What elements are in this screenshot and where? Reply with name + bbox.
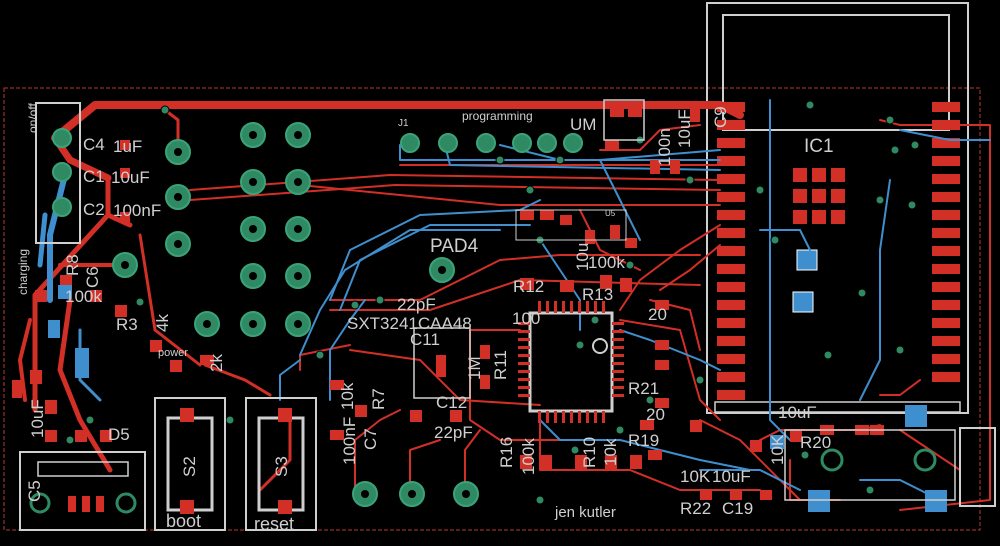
- label-r11: R11: [491, 350, 510, 380]
- label-c5: C5: [25, 480, 44, 502]
- boot-button-s2: [154, 397, 226, 531]
- um-outline: [603, 99, 645, 141]
- label-xtal: SXT3241CAA48: [347, 314, 472, 333]
- label-1m: 1M: [465, 356, 484, 380]
- label-r20: R20: [800, 433, 831, 452]
- label-r22: R22: [680, 499, 711, 518]
- label-c9: C9: [711, 106, 730, 128]
- label-r16-value: 100k: [519, 438, 538, 475]
- on-off-switch: [35, 102, 81, 244]
- board-outline: [3, 87, 981, 531]
- bottom-pads: [48, 285, 947, 512]
- label-r8: R8: [63, 254, 82, 276]
- label-10uf-left: 10uF: [28, 399, 47, 438]
- label-c11: C11: [410, 330, 440, 349]
- label-20-a: 20: [648, 305, 667, 324]
- label-r21: R21: [628, 379, 659, 398]
- label-10uf-right: 10uF: [778, 403, 817, 422]
- regulator-outline: [515, 209, 627, 241]
- label-u5: U5: [605, 209, 616, 218]
- ic1-module: [706, 2, 969, 414]
- label-r13: R13: [582, 285, 613, 304]
- label-j1: J1: [398, 118, 409, 129]
- label-c7-value: 100nF: [340, 417, 359, 465]
- label-4k: 4k: [153, 314, 172, 332]
- label-c1: C1: [83, 167, 105, 186]
- label-r22-value: 10K: [680, 467, 711, 486]
- label-on-off: on/off: [26, 103, 40, 133]
- label-c2: C2: [83, 200, 105, 219]
- usb-connector: [19, 451, 146, 531]
- label-c12: C12: [436, 393, 467, 412]
- label-r3: R3: [116, 315, 138, 334]
- through-hole-pads: [52, 122, 583, 507]
- label-boot: boot: [166, 511, 201, 531]
- label-r12: R12: [513, 277, 544, 296]
- label-charging: charging: [16, 249, 30, 295]
- label-100k-b: 100k: [65, 287, 102, 306]
- label-ic1: IC1: [804, 136, 834, 157]
- label-22pf-b: 22pF: [434, 423, 473, 442]
- label-d5: D5: [108, 425, 130, 444]
- label-r20-value: 10K: [768, 434, 787, 465]
- label-c6: C6: [83, 266, 102, 288]
- label-s3: S3: [272, 456, 291, 477]
- label-2k: 2k: [207, 354, 226, 372]
- label-s2: S2: [180, 456, 199, 477]
- label-r12-value: 100: [512, 309, 540, 328]
- label-20-b: 20: [646, 405, 665, 424]
- label-r16: R16: [497, 437, 516, 468]
- vias: [65, 100, 920, 505]
- label-10uf-top: 10uF: [675, 109, 694, 148]
- label-r10: R10: [580, 437, 599, 468]
- microcontroller-chip: [518, 301, 624, 423]
- label-10u: 10u: [573, 243, 592, 271]
- label-author: jen kutler: [554, 504, 616, 521]
- label-um: UM: [570, 115, 596, 134]
- label-c1-value: 10uF: [111, 168, 150, 187]
- label-100n: 100n: [655, 128, 674, 166]
- label-r19: R19: [628, 431, 659, 450]
- reset-button-s3: [245, 397, 317, 531]
- bottom-copper-traces: [37, 99, 991, 501]
- label-power: power: [158, 347, 188, 359]
- crystal-outline: [413, 327, 471, 399]
- label-c19-value: 10uF: [712, 467, 751, 486]
- label-r10-value: 10k: [601, 438, 620, 466]
- label-10k: 10k: [338, 382, 357, 410]
- label-r7: R7: [369, 388, 388, 410]
- label-programming: programming: [462, 109, 533, 123]
- label-c19: C19: [722, 499, 753, 518]
- label-c2-value: 100nF: [113, 201, 161, 220]
- label-c4-value: 1uF: [113, 137, 142, 156]
- right-connector: [784, 427, 996, 507]
- label-c4: C4: [83, 135, 105, 154]
- label-pad4: PAD4: [430, 236, 479, 257]
- label-100k: 100k: [588, 253, 625, 272]
- label-reset: reset: [254, 514, 294, 534]
- label-c7: C7: [361, 428, 380, 450]
- label-22pf-a: 22pF: [397, 295, 436, 314]
